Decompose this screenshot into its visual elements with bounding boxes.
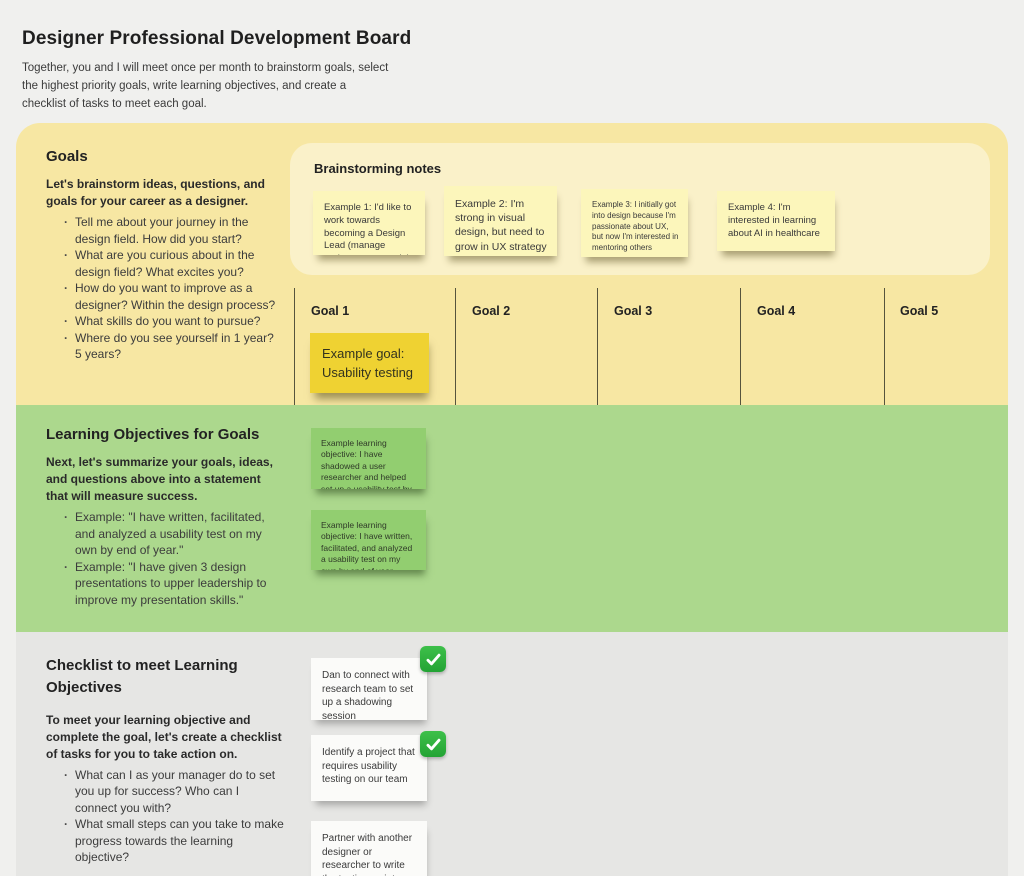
objectives-lead: Next, let's summarize your goals, ideas,… bbox=[46, 455, 273, 504]
brainstorming-heading: Brainstorming notes bbox=[314, 161, 442, 176]
checklist-instructions: Checklist to meet Learning Objectives To… bbox=[46, 655, 284, 866]
goals-lead: Let's brainstorm ideas, questions, and g… bbox=[46, 177, 265, 209]
task-note[interactable]: Identify a project that requires usabili… bbox=[311, 735, 427, 801]
checklist-heading: Checklist to meet Learning Objectives bbox=[46, 657, 238, 696]
goals-bullet: How do you want to improve as a designer… bbox=[62, 280, 282, 313]
board-intro-text: Together, you and I will meet once per m… bbox=[22, 62, 389, 110]
check-icon[interactable] bbox=[420, 646, 446, 672]
learning-objective-note[interactable]: Example learning objective: I have shado… bbox=[311, 428, 426, 489]
checklist-bullet-list: What can I as your manager do to set you… bbox=[62, 767, 284, 866]
brainstorm-note[interactable]: Example 1: I'd like to work towards beco… bbox=[313, 191, 425, 255]
goals-bullet: Where do you see yourself in 1 year? 5 y… bbox=[62, 330, 282, 363]
objectives-bullet: Example: "I have written, facilitated, a… bbox=[62, 509, 282, 559]
goals-bullet: What skills do you want to pursue? bbox=[62, 313, 282, 330]
column-header-goal-1: Goal 1 bbox=[311, 304, 350, 318]
checklist-bullet: What small steps can you take to make pr… bbox=[62, 816, 284, 866]
objectives-bullet: Example: "I have given 3 design presenta… bbox=[62, 559, 282, 609]
column-header-goal-5: Goal 5 bbox=[900, 304, 939, 318]
checklist-lead: To meet your learning objective and comp… bbox=[46, 712, 282, 761]
goals-heading: Goals bbox=[46, 148, 88, 165]
brainstorm-note[interactable]: Example 3: I initially got into design b… bbox=[581, 189, 688, 257]
example-goal-note[interactable]: Example goal: Usability testing bbox=[310, 333, 429, 393]
brainstorm-note[interactable]: Example 4: I'm interested in learning ab… bbox=[717, 191, 835, 251]
objectives-heading: Learning Objectives for Goals bbox=[46, 426, 260, 443]
column-header-goal-4: Goal 4 bbox=[757, 304, 796, 318]
column-header-goal-3: Goal 3 bbox=[614, 304, 653, 318]
goals-bullet-list: Tell me about your journey in the design… bbox=[62, 214, 282, 363]
check-icon[interactable] bbox=[420, 731, 446, 757]
objectives-bullet-list: Example: "I have written, facilitated, a… bbox=[62, 509, 282, 608]
goals-instructions: Goals Let's brainstorm ideas, questions,… bbox=[46, 148, 282, 363]
objectives-instructions: Learning Objectives for Goals Next, let'… bbox=[46, 426, 282, 608]
checklist-bullet: What can I as your manager do to set you… bbox=[62, 767, 284, 817]
task-note[interactable]: Dan to connect with research team to set… bbox=[311, 658, 427, 720]
task-note[interactable]: Partner with another designer or researc… bbox=[311, 821, 427, 876]
goals-bullet: What are you curious about in the design… bbox=[62, 247, 282, 280]
goals-bullet: Tell me about your journey in the design… bbox=[62, 214, 282, 247]
column-header-goal-2: Goal 2 bbox=[472, 304, 511, 318]
learning-objective-note[interactable]: Example learning objective: I have writt… bbox=[311, 510, 426, 570]
page-title: Designer Professional Development Board bbox=[22, 28, 412, 49]
brainstorm-note[interactable]: Example 2: I'm strong in visual design, … bbox=[444, 186, 557, 256]
